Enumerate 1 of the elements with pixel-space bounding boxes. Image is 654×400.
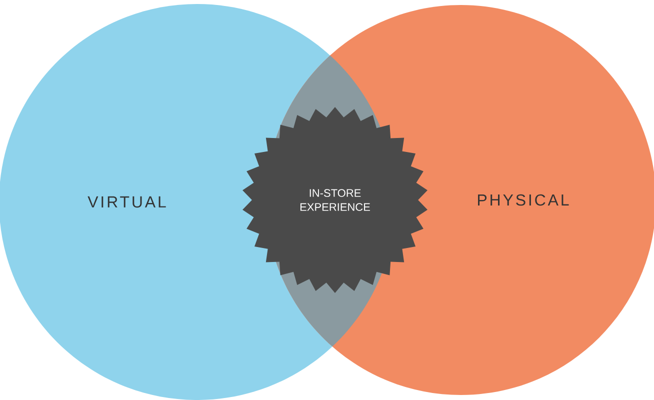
starburst: IN-STORE EXPERIENCE [242, 107, 428, 293]
